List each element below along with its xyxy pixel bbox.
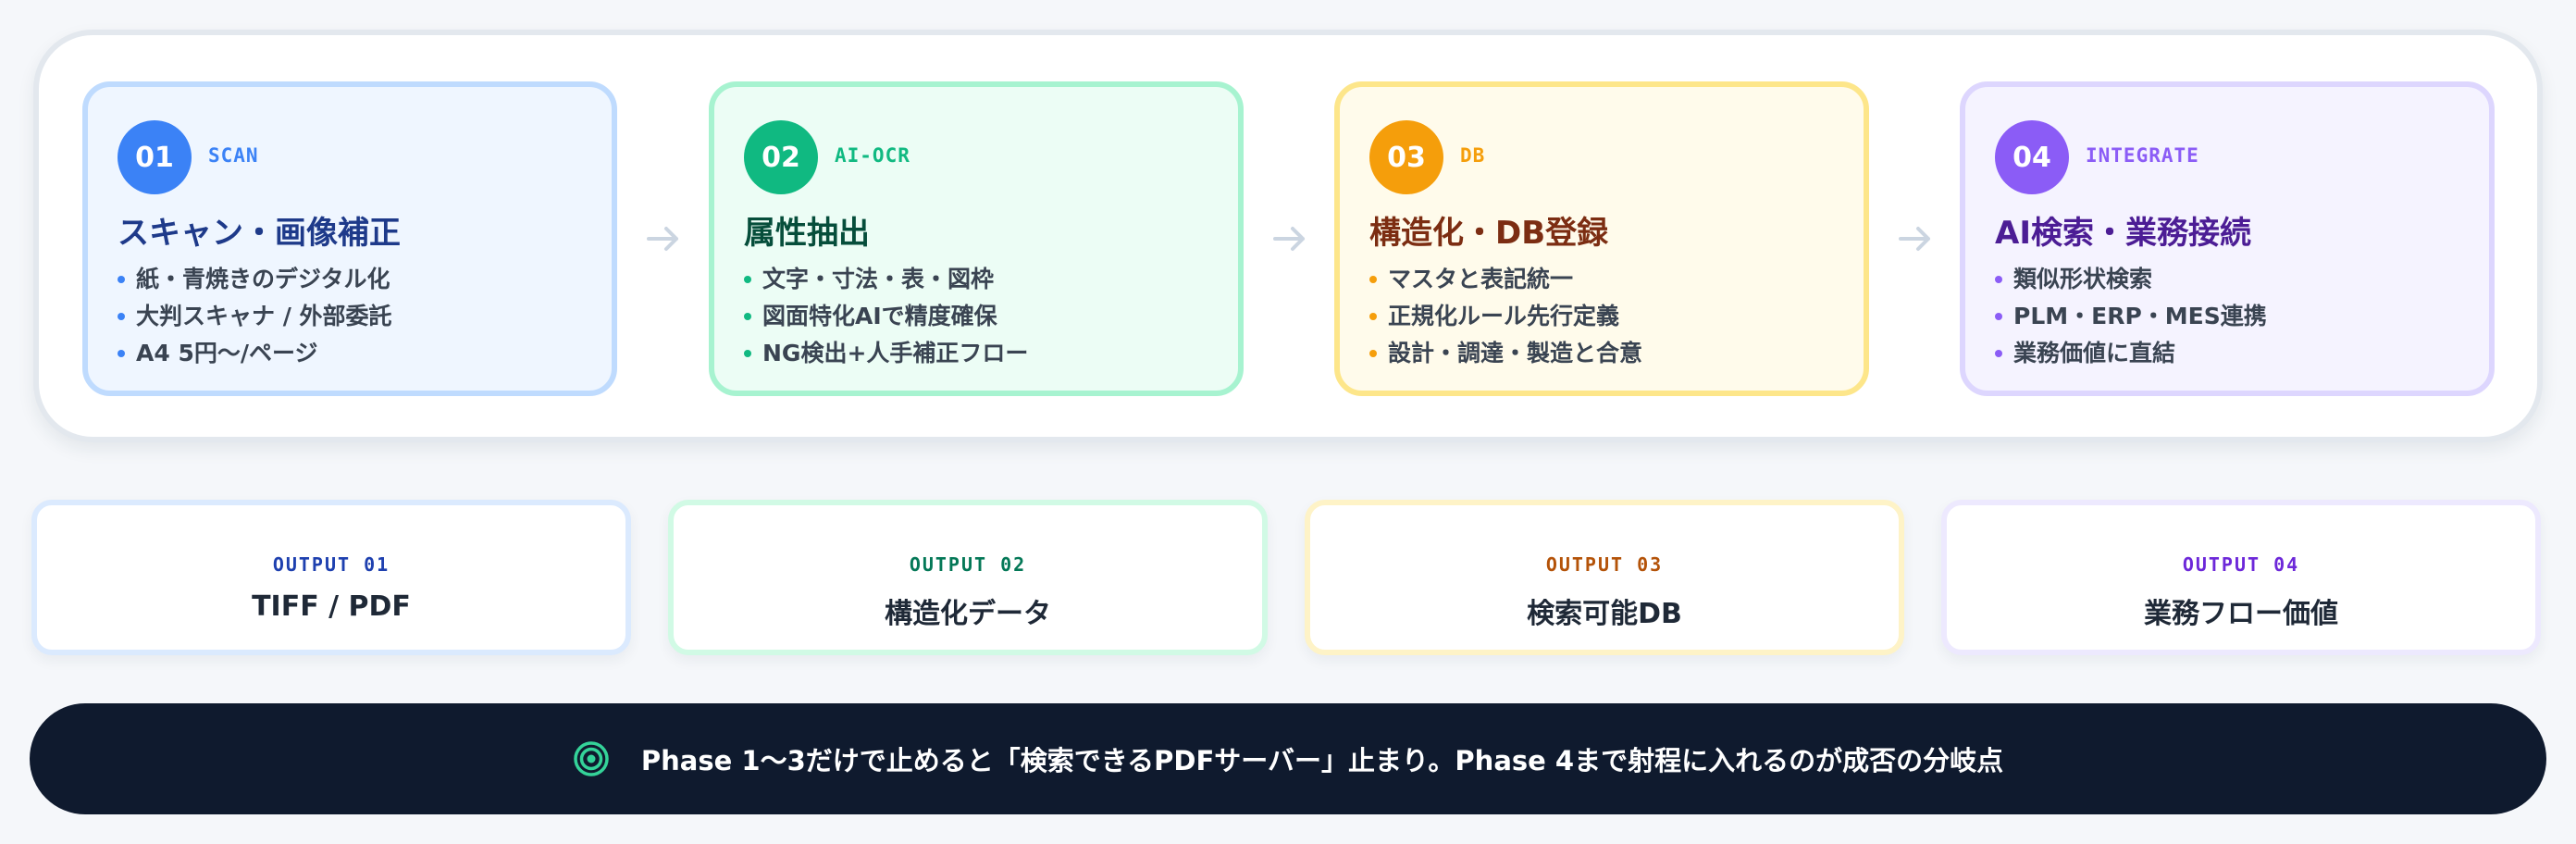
arrow-right-icon (1273, 227, 1305, 251)
bullet-dot-icon (1369, 276, 1377, 283)
bullet-text: マスタと表記統一 (1388, 266, 1574, 292)
bullet-dot-icon (1995, 276, 2002, 283)
output-label: OUTPUT 04 (2182, 553, 2300, 576)
bullet-text: NG検出+人手補正フロー (762, 340, 1029, 366)
phase-card-scan: 01 SCAN スキャン・画像補正 紙・青焼きのデジタル化 大判スキャナ / 外… (82, 81, 617, 396)
phase-bullet: 紙・青焼きのデジタル化 (118, 261, 392, 298)
phase-card-db: 03 DB 構造化・DB登録 マスタと表記統一 正規化ルール先行定義 設計・調達… (1334, 81, 1869, 396)
output-card-03: OUTPUT 03 検索可能DB (1305, 500, 1904, 655)
output-value: TIFF / PDF (252, 590, 411, 623)
phase-card-ai-ocr: 02 AI-OCR 属性抽出 文字・寸法・表・図枠 図面特化AIで精度確保 NG… (709, 81, 1244, 396)
phase-number-badge: 02 (744, 120, 818, 194)
bullet-text: 文字・寸法・表・図枠 (762, 266, 995, 292)
bullet-text: 大判スキャナ / 外部委託 (136, 303, 392, 329)
phase-bullet: 正規化ルール先行定義 (1369, 298, 1642, 335)
phase-title: 属性抽出 (744, 215, 870, 252)
phase-number-badge: 03 (1369, 120, 1443, 194)
phase-bullet: 設計・調達・製造と合意 (1369, 335, 1642, 372)
bullet-text: 紙・青焼きのデジタル化 (136, 266, 390, 292)
phase-bullet: 大判スキャナ / 外部委託 (118, 298, 392, 335)
phase-title: AI検索・業務接続 (1995, 215, 2251, 252)
phase-bullet: マスタと表記統一 (1369, 261, 1642, 298)
bullet-dot-icon (1995, 350, 2002, 357)
bullet-text: PLM・ERP・MES連携 (2013, 303, 2267, 329)
phase-bullet-list: 文字・寸法・表・図枠 図面特化AIで精度確保 NG検出+人手補正フロー (744, 261, 1028, 372)
phase-bullet-list: 紙・青焼きのデジタル化 大判スキャナ / 外部委託 A4 5円〜/ページ (118, 261, 392, 372)
bullet-text: 正規化ルール先行定義 (1388, 303, 1620, 329)
bullet-dot-icon (118, 276, 125, 283)
output-label: OUTPUT 03 (1545, 553, 1664, 576)
phase-tag: INTEGRATE (2086, 144, 2199, 167)
bullet-dot-icon (118, 350, 125, 357)
phase-tag: AI-OCR (835, 144, 910, 167)
output-card-04: OUTPUT 04 業務フロー価値 (1941, 500, 2541, 655)
phase-bullet-list: 類似形状検索 PLM・ERP・MES連携 業務価値に直結 (1995, 261, 2267, 372)
bullet-text: 設計・調達・製造と合意 (1388, 340, 1643, 366)
phase-tag: DB (1460, 144, 1486, 167)
output-label: OUTPUT 01 (272, 553, 390, 576)
phase-number-badge: 04 (1995, 120, 2069, 194)
bullet-dot-icon (744, 276, 751, 283)
bullet-text: 類似形状検索 (2013, 266, 2153, 292)
phase-bullet-list: マスタと表記統一 正規化ルール先行定義 設計・調達・製造と合意 (1369, 261, 1642, 372)
phase-tag: SCAN (208, 144, 259, 167)
arrow-right-icon (1899, 227, 1930, 251)
bullet-dot-icon (118, 313, 125, 320)
phase-bullet: 図面特化AIで精度確保 (744, 298, 1028, 335)
phase-bullet: PLM・ERP・MES連携 (1995, 298, 2267, 335)
bullet-dot-icon (744, 350, 751, 357)
phase-bullet: 業務価値に直結 (1995, 335, 2267, 372)
output-value: 業務フロー価値 (2144, 598, 2338, 630)
phase-bullet: A4 5円〜/ページ (118, 335, 392, 372)
key-insight-text: Phase 1〜3だけで止めると「検索できるPDFサーバー」止まり。Phase … (640, 745, 2004, 776)
phase-bullet: NG検出+人手補正フロー (744, 335, 1028, 372)
bullet-text: 業務価値に直結 (2013, 340, 2176, 366)
phase-title: 構造化・DB登録 (1369, 215, 1609, 252)
bullet-dot-icon (1995, 313, 2002, 320)
phase-number-badge: 01 (118, 120, 192, 194)
arrow-right-icon (647, 227, 678, 251)
bullet-dot-icon (1369, 350, 1377, 357)
bullet-dot-icon (1369, 313, 1377, 320)
bullet-text: 図面特化AIで精度確保 (762, 303, 997, 329)
target-icon (574, 741, 609, 776)
output-value: 検索可能DB (1527, 598, 1682, 630)
key-insight-banner: Phase 1〜3だけで止めると「検索できるPDFサーバー」止まり。Phase … (30, 703, 2546, 814)
phase-bullet: 類似形状検索 (1995, 261, 2267, 298)
output-card-02: OUTPUT 02 構造化データ (668, 500, 1268, 655)
output-value: 構造化データ (885, 598, 1051, 630)
phase-bullet: 文字・寸法・表・図枠 (744, 261, 1028, 298)
phase-card-integrate: 04 INTEGRATE AI検索・業務接続 類似形状検索 PLM・ERP・ME… (1960, 81, 2495, 396)
phase-title: スキャン・画像補正 (118, 215, 401, 252)
output-label: OUTPUT 02 (909, 553, 1027, 576)
bullet-text: A4 5円〜/ページ (136, 340, 318, 366)
bullet-dot-icon (744, 313, 751, 320)
output-card-01: OUTPUT 01 TIFF / PDF (31, 500, 631, 655)
